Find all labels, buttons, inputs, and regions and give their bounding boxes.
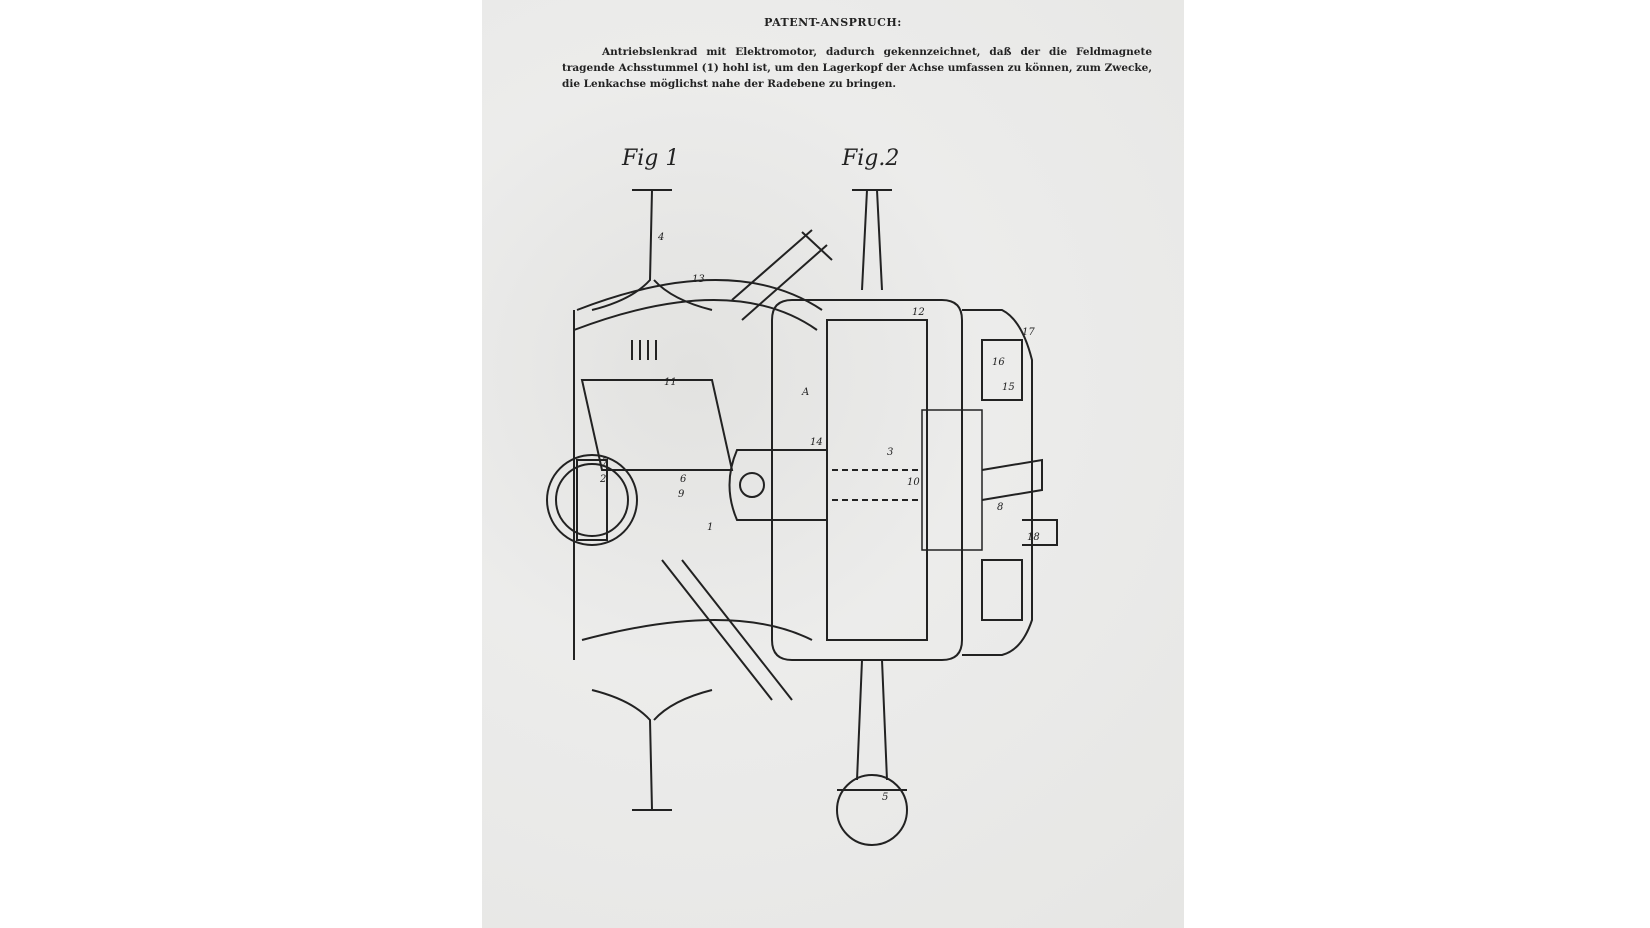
part-label: 8	[997, 502, 1003, 513]
figure-1-drawing	[546, 189, 833, 811]
patent-page: PATENT-ANSPRUCH: Antriebslenkrad mit Ele…	[482, 0, 1184, 928]
patent-heading: PATENT-ANSPRUCH:	[764, 16, 902, 29]
part-label: 15	[1002, 382, 1015, 393]
part-label: 3	[887, 447, 893, 458]
part-label: 2	[599, 474, 606, 485]
part-label: 9	[678, 489, 685, 500]
part-label: 7	[602, 457, 609, 468]
part-label: 16	[992, 357, 1005, 368]
part-label: 13	[692, 274, 705, 285]
part-label: 12	[912, 307, 925, 318]
part-label: 18	[1027, 532, 1040, 543]
patent-drawing: Fig 1 Fig.2 4 13 11 7 2 6 9 5 1 12 17 16…	[546, 146, 1058, 846]
figure-2-label: Fig.2	[841, 146, 899, 171]
part-label: 6	[680, 474, 687, 485]
part-label: 10	[907, 477, 920, 488]
part-label: 11	[664, 377, 677, 388]
part-label: 4	[657, 232, 664, 243]
figure-2-drawing	[728, 189, 1058, 846]
part-label: 1	[707, 522, 713, 533]
part-label: 5	[882, 792, 888, 803]
figure-1-label: Fig 1	[621, 146, 679, 171]
part-label: 17	[1022, 327, 1035, 338]
patent-claim-text: Antriebslenkrad mit Elektromotor, dadurc…	[562, 46, 1152, 90]
part-label: 14	[810, 437, 823, 448]
part-label: A	[801, 387, 809, 398]
